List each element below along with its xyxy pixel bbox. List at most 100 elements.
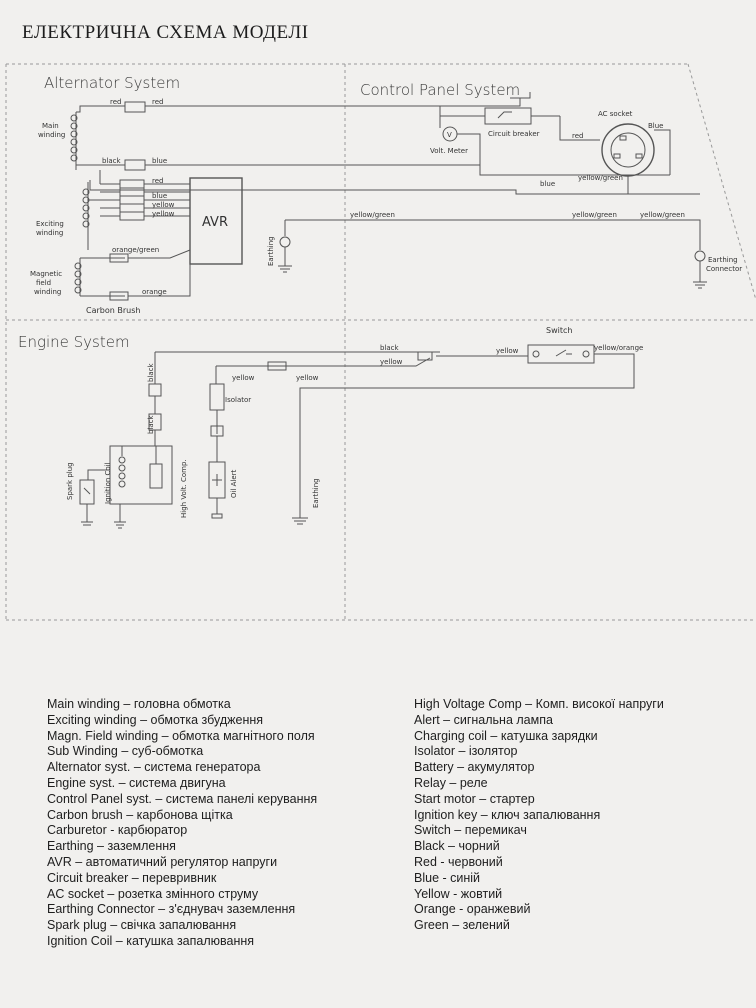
legend-item: Orange - оранжевий bbox=[414, 902, 531, 917]
volt-meter-label: Volt. Meter bbox=[430, 147, 468, 155]
legend-item: Isolator – ізолятор bbox=[414, 744, 518, 759]
earthing-connector-label-2: Connector bbox=[706, 265, 742, 273]
magnetic-field-winding: Magnetic field winding orange/green oran… bbox=[30, 246, 191, 315]
wire-label-black-3: black bbox=[147, 362, 155, 382]
wire-label-red-2: red bbox=[152, 98, 163, 106]
wire-label-orange-green: orange/green bbox=[112, 246, 159, 254]
wire-label-blue-2: blue bbox=[152, 192, 167, 200]
wire-label-yellow-green-socket: yellow/green bbox=[578, 174, 623, 182]
isolator: Isolator bbox=[209, 366, 251, 437]
legend-item: Battery – акумулятор bbox=[414, 760, 535, 775]
main-winding-label-1: Main bbox=[42, 122, 59, 130]
oil-alert: Oil Alert bbox=[208, 436, 238, 519]
legend-item: Alternator syst. – система генератора bbox=[47, 760, 261, 775]
legend-item: Alert – сигнальна лампа bbox=[414, 712, 553, 727]
avr-connectors: red blue yellow yellow bbox=[88, 170, 190, 221]
magnetic-field-label-1: Magnetic bbox=[30, 270, 62, 278]
wire-label-black-2: black bbox=[380, 344, 400, 352]
earthing-label-2: Earthing bbox=[312, 478, 320, 508]
high-volt-comp-label: High Volt. Comp. bbox=[180, 459, 188, 518]
legend-item: Control Panel syst. – система панелі кер… bbox=[47, 791, 318, 806]
control-panel-system-title: Control Panel System bbox=[360, 81, 520, 99]
legend-item: Green – зелений bbox=[414, 918, 510, 933]
isolator-label: Isolator bbox=[225, 396, 251, 404]
ac-socket-label: AC socket bbox=[598, 110, 633, 118]
wire-label-yellow-green-2: yellow/green bbox=[572, 211, 617, 219]
legend-item: Engine syst. – система двигуна bbox=[47, 775, 226, 790]
legend-left: Main winding – головна обмотка Exciting … bbox=[47, 697, 317, 950]
engine-system-title: Engine System bbox=[18, 333, 130, 351]
spark-plug-label: Spark plug bbox=[66, 462, 74, 500]
legend-item: Circuit breaker – перевривник bbox=[47, 870, 217, 885]
wire-label-black-1: black bbox=[102, 157, 122, 165]
avr-box: AVR bbox=[189, 177, 243, 265]
wire-label-blue-1: blue bbox=[152, 157, 167, 165]
wire-label-yellow-green-1: yellow/green bbox=[350, 211, 395, 219]
alternator-system-title: Alternator System bbox=[44, 74, 180, 92]
legend-item: High Voltage Comp – Комп. високої напруг… bbox=[414, 697, 664, 711]
legend-item: Ignition Coil – катушка запалювання bbox=[47, 933, 255, 948]
ac-socket: AC socket Blue yellow/green bbox=[578, 110, 671, 194]
legend-item: Switch – перемикач bbox=[414, 823, 527, 838]
wire-label-yellow-3: yellow bbox=[380, 358, 403, 366]
wire-label-yellow-1: yellow bbox=[152, 201, 175, 209]
legend-item: Magn. Field winding – обмотка магнітного… bbox=[47, 728, 315, 743]
section-borders bbox=[5, 63, 756, 621]
earthing-connector: Earthing Connector bbox=[693, 250, 742, 289]
wire-label-yellow-sw: yellow bbox=[496, 347, 519, 355]
legend-item: Earthing Connector – з'єднувач заземленн… bbox=[47, 902, 296, 917]
legend-item: Spark plug – свічка запалювання bbox=[47, 918, 237, 933]
ignition-assembly: black black Ignition Coil High Volt. Com… bbox=[66, 352, 188, 529]
legend-item: Start motor – стартер bbox=[414, 791, 535, 806]
legend-item: Main winding – головна обмотка bbox=[47, 697, 231, 711]
page-title: ЕЛЕКТРИЧНА СХЕМА МОДЕЛІ bbox=[22, 22, 309, 43]
magnetic-field-label-3: winding bbox=[34, 288, 61, 296]
ignition-coil-label: Ignition Coil bbox=[104, 462, 112, 504]
legend-item: Carbon brush – карбонова щітка bbox=[47, 807, 233, 822]
wire-label-red-1: red bbox=[110, 98, 121, 106]
main-winding-label-2: winding bbox=[38, 131, 65, 139]
volt-meter: V Volt. Meter bbox=[430, 106, 481, 165]
legend-item: Black – чорний bbox=[414, 839, 500, 854]
legend-item: Yellow - жовтий bbox=[414, 886, 503, 901]
wire-label-yellow-orange: yellow/orange bbox=[594, 344, 643, 352]
wire-label-orange: orange bbox=[142, 288, 167, 296]
wire-label-red-3: red bbox=[152, 177, 163, 185]
engine-switch: Switch yellow yellow/orange Earthing bbox=[292, 326, 643, 525]
circuit-breaker-label: Circuit breaker bbox=[488, 130, 540, 138]
exciting-winding: Exciting winding bbox=[36, 182, 90, 250]
earthing-control-panel: Earthing bbox=[267, 236, 292, 273]
wire-label-yellow-4: yellow bbox=[232, 374, 255, 382]
legend-item: Blue - синій bbox=[414, 870, 481, 885]
wire-label-blue-socket: Blue bbox=[648, 122, 664, 130]
legend-item: Red - червоний bbox=[414, 854, 503, 869]
legend-item: Exciting winding – обмотка збудження bbox=[47, 712, 264, 727]
legend-item: Ignition key – ключ запалювання bbox=[414, 807, 601, 822]
legend-item: AC socket – розетка змінного струму bbox=[47, 886, 259, 901]
legend-item: Relay – реле bbox=[414, 775, 488, 790]
exciting-winding-label-2: winding bbox=[36, 229, 63, 237]
wire-label-black-4: black bbox=[147, 414, 155, 434]
earthing-label-1: Earthing bbox=[267, 236, 275, 266]
volt-meter-symbol: V bbox=[447, 131, 452, 139]
oil-alert-label: Oil Alert bbox=[230, 469, 238, 498]
legend-item: Sub Winding – суб-обмотка bbox=[47, 744, 204, 759]
wire-label-yellow-green-3: yellow/green bbox=[640, 211, 685, 219]
circuit-breaker: Circuit breaker bbox=[470, 92, 560, 138]
main-winding: Main winding bbox=[38, 112, 78, 170]
legend-right: High Voltage Comp – Комп. високої напруг… bbox=[414, 697, 664, 934]
wire-label-blue-3: blue bbox=[540, 180, 555, 188]
legend-item: Charging coil – катушка зарядки bbox=[414, 728, 598, 743]
wiring-diagram: Alternator System Control Panel System E… bbox=[5, 63, 756, 621]
magnetic-field-label-2: field bbox=[36, 279, 51, 287]
wire-label-red-4: red bbox=[572, 132, 583, 140]
wire-label-yellow-2: yellow bbox=[152, 210, 175, 218]
legend-item: AVR – автоматичний регулятор напруги bbox=[47, 854, 278, 869]
switch-label: Switch bbox=[546, 326, 572, 335]
carbon-brush-label: Carbon Brush bbox=[86, 306, 140, 315]
wire-label-yellow-5: yellow bbox=[296, 374, 319, 382]
legend-item: Carburetor - карбюратор bbox=[47, 823, 188, 838]
legend-item: Earthing – заземлення bbox=[47, 839, 176, 854]
avr-label: AVR bbox=[202, 215, 228, 230]
exciting-winding-label-1: Exciting bbox=[36, 220, 64, 228]
